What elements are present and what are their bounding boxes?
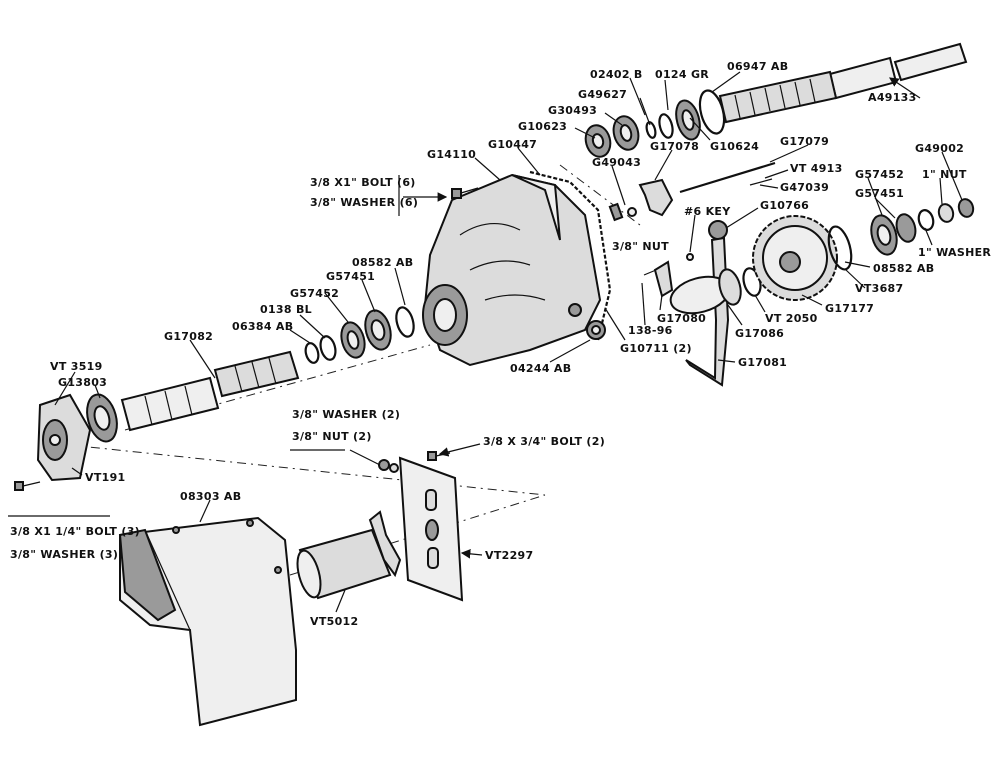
label-g49043: G49043 bbox=[592, 156, 641, 169]
label-g14110: G14110 bbox=[427, 148, 476, 161]
label-g17081: G17081 bbox=[738, 356, 787, 369]
label-washer-3: 3/8" WASHER (3) bbox=[10, 548, 118, 561]
top-bearing-stack bbox=[584, 89, 726, 158]
label-g57451-left: G57451 bbox=[326, 270, 375, 283]
label-g17082: G17082 bbox=[164, 330, 213, 343]
label-g10624: G10624 bbox=[710, 140, 759, 153]
label-g17079: G17079 bbox=[780, 135, 829, 148]
label-g17080: G17080 bbox=[657, 312, 706, 325]
label-04244ab: 04244 AB bbox=[510, 362, 571, 375]
label-bolt-3: 3/8 X1 1/4" BOLT (3) bbox=[10, 525, 140, 538]
tube-vt5012 bbox=[296, 510, 402, 600]
label-g10447: G10447 bbox=[488, 138, 537, 151]
label-08582ab-left: 08582 AB bbox=[352, 256, 413, 269]
label-138-96: 138-96 bbox=[628, 324, 673, 337]
label-vt4913: VT 4913 bbox=[790, 162, 843, 175]
label-washer-6: 3/8" WASHER (6) bbox=[310, 196, 418, 209]
left-shaft-assembly bbox=[14, 306, 415, 491]
label-1in-nut: 1" NUT bbox=[922, 168, 967, 181]
label-g57451-right: G57451 bbox=[855, 187, 904, 200]
label-a49133: A49133 bbox=[868, 91, 917, 104]
label-washer-2: 3/8" WASHER (2) bbox=[292, 408, 400, 421]
label-g30493: G30493 bbox=[548, 104, 597, 117]
label-g57452-left: G57452 bbox=[290, 287, 339, 300]
label-g10711: G10711 (2) bbox=[620, 342, 692, 355]
label-g57452-right: G57452 bbox=[855, 168, 904, 181]
label-vt5012: VT5012 bbox=[310, 615, 358, 628]
label-06384ab: 06384 AB bbox=[232, 320, 293, 333]
shield-08303ab bbox=[118, 516, 297, 727]
label-vt3519: VT 3519 bbox=[50, 360, 103, 373]
label-08582ab-right: 08582 AB bbox=[873, 262, 934, 275]
label-1in-washer: 1" WASHER bbox=[918, 246, 991, 259]
label-vt2050: VT 2050 bbox=[765, 312, 818, 325]
label-g47039: G47039 bbox=[780, 181, 829, 194]
label-g17086: G17086 bbox=[735, 327, 784, 340]
label-vt191: VT191 bbox=[85, 471, 125, 484]
label-6-key: #6 KEY bbox=[684, 205, 731, 218]
label-nut-2: 3/8" NUT (2) bbox=[292, 430, 372, 443]
part-labels: 02402 B 0124 GR 06947 AB G49627 G30493 G… bbox=[10, 60, 991, 628]
bolt-housing bbox=[403, 187, 479, 202]
label-3-8-nut: 3/8" NUT bbox=[612, 240, 669, 253]
label-0124gr: 0124 GR bbox=[655, 68, 709, 81]
label-08303ab: 08303 AB bbox=[180, 490, 241, 503]
label-0138bl: 0138 BL bbox=[260, 303, 312, 316]
label-g10623: G10623 bbox=[518, 120, 567, 133]
label-vt2297: VT2297 bbox=[485, 549, 533, 562]
label-bolt-2: 3/8 X 3/4" BOLT (2) bbox=[483, 435, 605, 448]
label-06947ab: 06947 AB bbox=[727, 60, 788, 73]
shift-fork bbox=[608, 161, 776, 298]
leader-lines bbox=[8, 71, 963, 613]
label-bolt-6: 3/8 X1" BOLT (6) bbox=[310, 176, 416, 189]
mount-plate bbox=[378, 451, 464, 602]
right-gear-assembly bbox=[669, 198, 975, 387]
label-g49627: G49627 bbox=[578, 88, 627, 101]
label-g17177: G17177 bbox=[825, 302, 874, 315]
shaft-a49133 bbox=[718, 42, 968, 124]
label-vt3687: VT3687 bbox=[855, 282, 903, 295]
label-g13803: G13803 bbox=[58, 376, 107, 389]
gear-housing bbox=[422, 170, 612, 367]
label-g17078: G17078 bbox=[650, 140, 699, 153]
label-g10766: G10766 bbox=[760, 199, 809, 212]
label-g49002: G49002 bbox=[915, 142, 964, 155]
label-02402b: 02402 B bbox=[590, 68, 643, 81]
